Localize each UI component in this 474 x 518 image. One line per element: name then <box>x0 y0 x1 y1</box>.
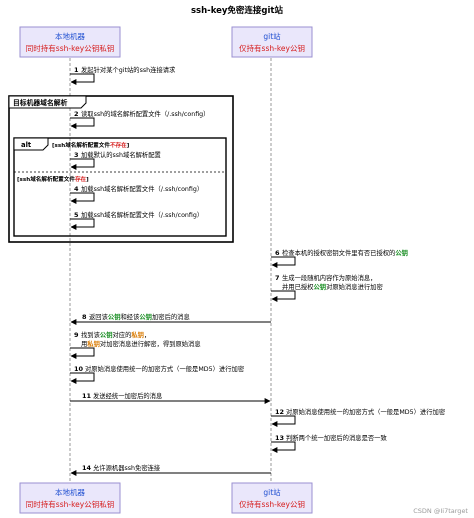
message-7-text-1: 生成一段随机内容作为原始消息， <box>282 273 376 282</box>
message-11-text-1: 发送经统一加密后的消息 <box>93 391 162 400</box>
message-7-text-2: 并用已授权公钥对原始消息进行加密 <box>282 282 383 291</box>
message-5-text-1: 加载ssh域名解析配置文件（/.ssh/config） <box>81 210 203 219</box>
message-3-text-1: 加载默认的ssh域名解析配置 <box>81 150 161 159</box>
message-3-arrow <box>70 158 95 170</box>
message-2-number: 2 <box>74 110 79 118</box>
message-3-number: 3 <box>74 151 79 159</box>
message-4-arrow <box>70 192 95 204</box>
frame-alt-label: alt <box>21 141 32 149</box>
alt-guard-exist: [ssh域名解析配置文件存在] <box>17 175 89 183</box>
message-12-arrow <box>271 415 296 427</box>
message-6-arrow <box>271 256 296 268</box>
message-9-number: 9 <box>74 331 79 339</box>
participant-local-name: 本地机器 <box>55 31 85 41</box>
message-10-number: 10 <box>74 365 84 373</box>
message-7-number: 7 <box>275 274 280 282</box>
participant-git-role: 仅持有ssh-key公钥 <box>239 43 305 53</box>
message-1-arrow <box>70 73 95 85</box>
frame-domain-resolution-label: 目标机器域名解析 <box>13 98 68 107</box>
participant-local-role-bottom: 同时持有ssh-key公钥私钥 <box>26 499 114 509</box>
message-2-arrow <box>70 117 95 129</box>
message-12-text-1: 对原始消息使用统一的加密方式（一般是MD5）进行加密 <box>286 407 446 416</box>
message-4-text-1: 加载ssh域名解析配置文件（/.ssh/config） <box>81 184 203 193</box>
participant-git-top: git站 仅持有ssh-key公钥 <box>231 26 313 58</box>
participant-git-bottom: git站 仅持有ssh-key公钥 <box>231 482 313 514</box>
message-5-arrow <box>70 218 95 230</box>
message-10-arrow <box>70 372 95 384</box>
participant-git-name: git站 <box>263 31 281 41</box>
message-9-text-1: 找到该公钥对应的私钥， <box>81 330 150 339</box>
message-12-number: 12 <box>275 408 284 416</box>
alt-guard-not-exist: [ssh域名解析配置文件不存在] <box>52 141 130 149</box>
message-11-number: 11 <box>82 392 92 400</box>
message-13-number: 13 <box>275 434 284 442</box>
participant-local-bottom: 本地机器 同时持有ssh-key公钥私钥 <box>19 482 121 514</box>
message-13-text-1: 判断两个统一加密后的消息是否一致 <box>286 433 387 442</box>
message-8-number: 8 <box>82 313 87 321</box>
message-6-number: 6 <box>275 249 280 257</box>
frame-domain-resolution: 目标机器域名解析 <box>8 95 234 243</box>
message-4-number: 4 <box>74 185 79 193</box>
participant-local-top: 本地机器 同时持有ssh-key公钥私钥 <box>19 26 121 58</box>
participant-local-role: 同时持有ssh-key公钥私钥 <box>26 43 114 53</box>
message-6-text-1: 检查本机的授权密钥文件里有否已授权的公钥 <box>282 248 408 257</box>
diagram-title: ssh-key免密连接git站 <box>191 5 283 16</box>
participant-local-name-bottom: 本地机器 <box>55 487 85 497</box>
watermark: CSDN @Ii7target <box>413 507 468 515</box>
message-1-text-1: 发起针对某个git站的ssh连接请求 <box>81 65 176 74</box>
message-9-text-2: 用私钥对加密消息进行解密，得到原始消息 <box>81 339 201 348</box>
message-1-number: 1 <box>74 66 79 74</box>
message-7-arrow <box>271 290 296 302</box>
frame-alt: alt [ssh域名解析配置文件不存在] [ssh域名解析配置文件存在] <box>13 137 227 237</box>
message-2-text-1: 读取ssh的域名解析配置文件（/.ssh/config） <box>81 109 209 118</box>
participant-git-role-bottom: 仅持有ssh-key公钥 <box>239 499 305 509</box>
message-8-text-1: 返回该公钥和经该公钥加密后的消息 <box>89 312 190 321</box>
message-14-text-1: 允许源机器ssh免密连接 <box>93 463 161 472</box>
participant-git-name-bottom: git站 <box>263 487 281 497</box>
message-9-arrow <box>70 347 95 359</box>
message-5-number: 5 <box>74 211 79 219</box>
message-13-arrow <box>271 441 296 453</box>
message-10-text-1: 对原始消息使用统一的加密方式（一般是MD5）进行加密 <box>85 364 245 373</box>
message-14-number: 14 <box>82 464 92 472</box>
